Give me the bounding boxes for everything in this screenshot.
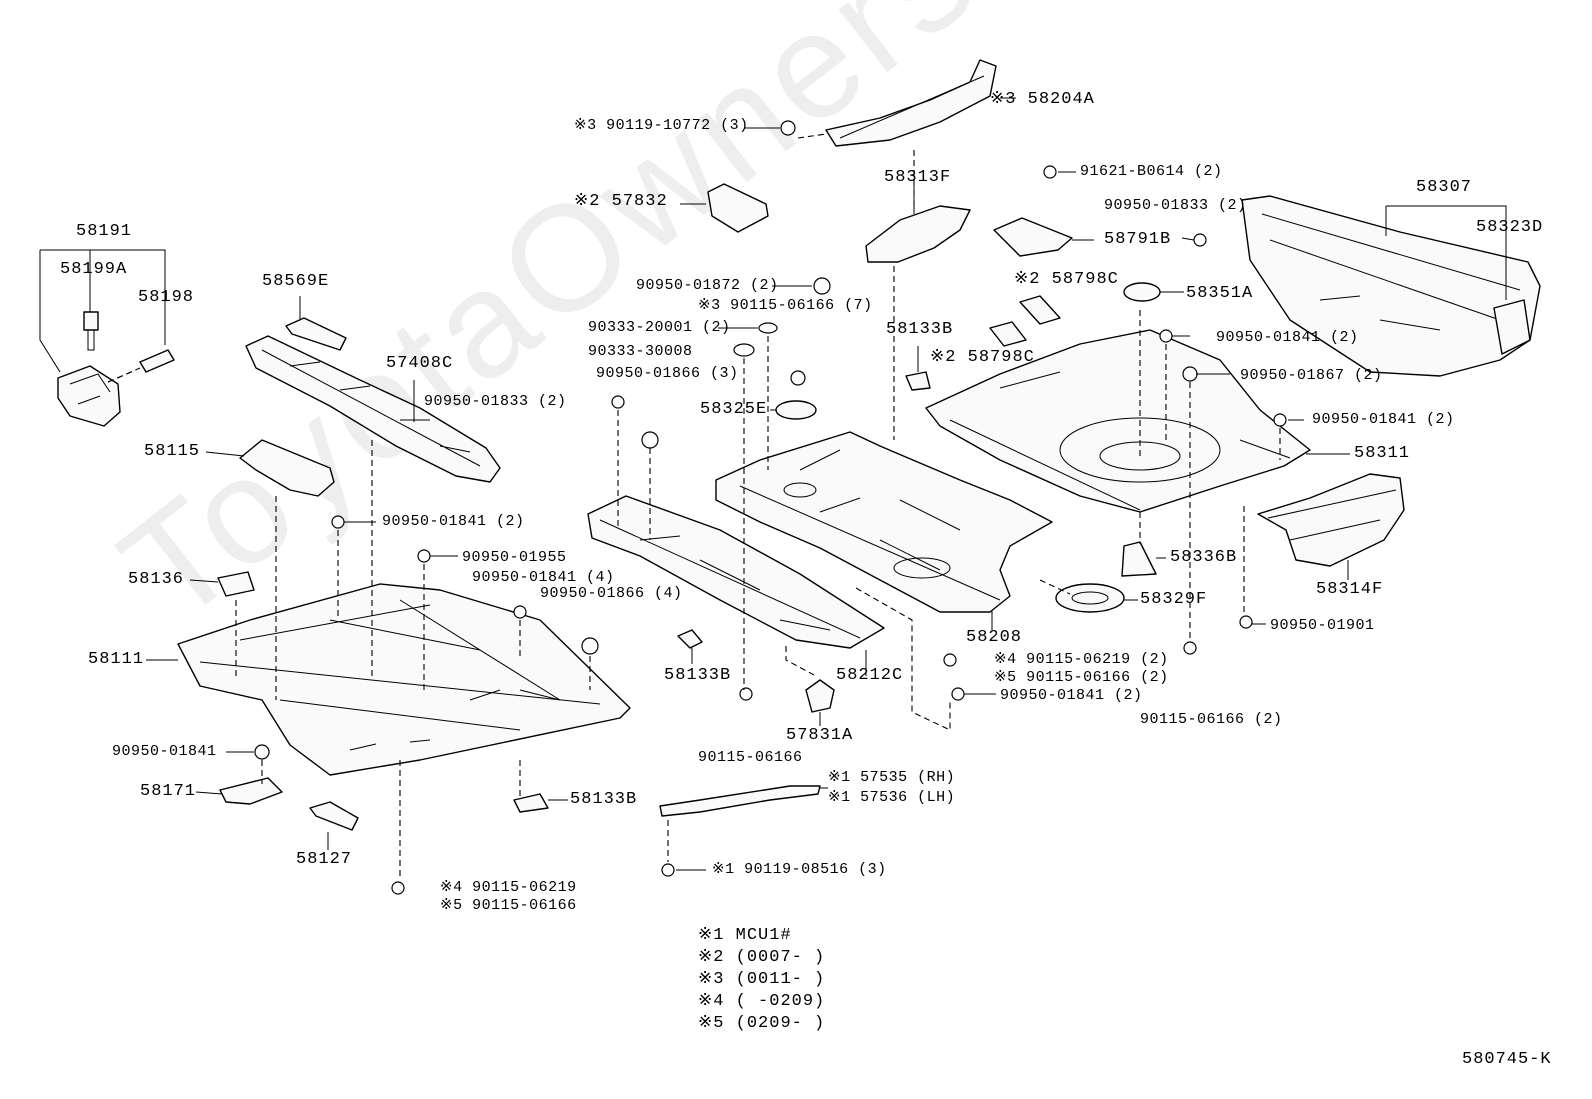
callout-58199A: 58199A <box>60 260 128 279</box>
callout-90950-01833-left: 90950-01833 (2) <box>424 393 567 410</box>
callout-58569E: 58569E <box>262 272 330 291</box>
callout-90950-01901: 90950-01901 <box>1270 617 1375 634</box>
callout-90950-01841-right-top: 90950-01841 (2) <box>1216 329 1359 346</box>
callout-57408C: 57408C <box>386 354 454 373</box>
callout-57831A: 57831A <box>786 726 854 745</box>
part-58115-bracket <box>239 439 335 497</box>
part-58208-center-floor <box>715 431 1053 613</box>
callout-57832: ※2 57832 <box>574 192 668 211</box>
callout-90950-01833-top: 90950-01833 (2) <box>1104 197 1247 214</box>
callout-58351A: 58351A <box>1186 284 1254 303</box>
callout-58133B-left: 58133B <box>570 790 638 809</box>
callout-90950-01866-3: 90950-01866 (3) <box>596 365 739 382</box>
footnote-4: ※4 ( -0209) <box>698 992 826 1011</box>
callout-90950-01872: 90950-01872 (2) <box>636 277 779 294</box>
callout-58791B: 58791B <box>1104 230 1172 249</box>
callout-90115-06166-center: ※5 90115-06166 (2) <box>994 669 1169 686</box>
callout-57535-rh: ※1 57535 (RH) <box>828 769 956 786</box>
callout-90115-06166-left: ※5 90115-06166 <box>440 897 577 914</box>
part-58111-front-floor <box>177 583 631 776</box>
callout-90115-06219-center: ※4 90115-06219 (2) <box>994 651 1169 668</box>
callout-58325E: 58325E <box>700 400 768 419</box>
callout-90950-01841-right-mid: 90950-01841 (2) <box>1312 411 1455 428</box>
callout-58329F: 58329F <box>1140 590 1208 609</box>
part-58136-clip <box>217 571 255 597</box>
callout-58212C: 58212C <box>836 666 904 685</box>
callout-90950-01841-center: 90950-01841 (2) <box>1000 687 1143 704</box>
callout-58111: 58111 <box>88 650 145 669</box>
part-58336B-bracket <box>1121 541 1157 577</box>
callout-58136: 58136 <box>128 570 185 589</box>
part-57535-brace <box>659 785 821 817</box>
part-58191-bracket <box>57 365 121 427</box>
callout-58798C-bottom: ※2 58798C <box>930 348 1035 367</box>
callout-58198: 58198 <box>138 288 195 307</box>
callout-58307: 58307 <box>1416 178 1473 197</box>
footnote-5: ※5 (0209- ) <box>698 1014 826 1033</box>
callout-58798C-top: ※2 58798C <box>1014 270 1119 289</box>
part-58133B-center-clip <box>677 629 703 649</box>
part-58313F-bracket <box>865 205 971 263</box>
part-58127-plate <box>309 801 359 831</box>
callout-90115-06166-bottom: 90115-06166 <box>698 749 803 766</box>
part-58791B-plate <box>993 217 1073 257</box>
callout-58133B-center: 58133B <box>664 666 732 685</box>
fasteners <box>254 120 1287 895</box>
callout-58191: 58191 <box>76 222 133 241</box>
callout-90119-10772: ※3 90119-10772 (3) <box>574 117 749 134</box>
footnote-2: ※2 (0007- ) <box>698 948 826 967</box>
callout-57536-lh: ※1 57536 (LH) <box>828 789 956 806</box>
callout-58314F: 58314F <box>1316 580 1384 599</box>
callout-90333-30008: 90333-30008 <box>588 343 693 360</box>
part-58311-rear-floor <box>925 329 1311 513</box>
callout-58323D: 58323D <box>1476 218 1544 237</box>
callout-90950-01866-4: 90950-01866 (4) <box>540 585 683 602</box>
callout-90950-01867: 90950-01867 (2) <box>1240 367 1383 384</box>
part-58798C-pad-b <box>989 321 1027 347</box>
callout-58336B: 58336B <box>1170 548 1238 567</box>
callout-58171: 58171 <box>140 782 197 801</box>
part-57831A-bracket <box>805 679 835 713</box>
part-58569E-cover <box>285 317 347 351</box>
part-58199A-bolt <box>83 311 99 331</box>
callout-90333-20001: 90333-20001 (2) <box>588 319 731 336</box>
callout-90119-08516: ※1 90119-08516 (3) <box>712 861 887 878</box>
part-58133B-right-clip <box>905 371 931 391</box>
part-57832-bracket <box>707 183 769 233</box>
part-58212C-center-floor <box>587 495 885 649</box>
callout-90115-06166-7: ※3 90115-06166 (7) <box>698 297 873 314</box>
callout-90115-06166-right: 90115-06166 (2) <box>1140 711 1283 728</box>
callout-90950-01841-left-bottom: 90950-01841 <box>112 743 217 760</box>
callout-58127: 58127 <box>296 850 353 869</box>
callout-58133B-right: 58133B <box>886 320 954 339</box>
callout-90115-06219-left: ※4 90115-06219 <box>440 879 577 896</box>
part-58329F-grommet <box>1055 583 1125 613</box>
diagram-code: 580745-K <box>1462 1050 1552 1069</box>
part-58133B-left-clip <box>513 793 549 813</box>
part-58198-bolt <box>139 349 175 373</box>
part-58307-rear-panel <box>1241 195 1541 377</box>
callout-58204A: ※3 58204A <box>990 90 1095 109</box>
part-58171-bracket <box>219 777 283 805</box>
callout-58115: 58115 <box>144 442 201 461</box>
callout-91621-B0614: 91621-B0614 (2) <box>1080 163 1223 180</box>
callout-58311: 58311 <box>1354 444 1411 463</box>
footnote-3: ※3 (0011- ) <box>698 970 826 989</box>
part-58798C-pad-a <box>1019 295 1061 325</box>
callout-90950-01955: 90950-01955 <box>462 549 567 566</box>
part-58314F-side-panel <box>1257 473 1405 567</box>
footnote-1: ※1 MCU1# <box>698 926 792 945</box>
part-58323D-bracket <box>1493 299 1531 355</box>
callout-90950-01841-4: 90950-01841 (4) <box>472 569 615 586</box>
callout-90950-01841-left-top: 90950-01841 (2) <box>382 513 525 530</box>
callout-58313F: 58313F <box>884 168 952 187</box>
callout-58208: 58208 <box>966 628 1023 647</box>
